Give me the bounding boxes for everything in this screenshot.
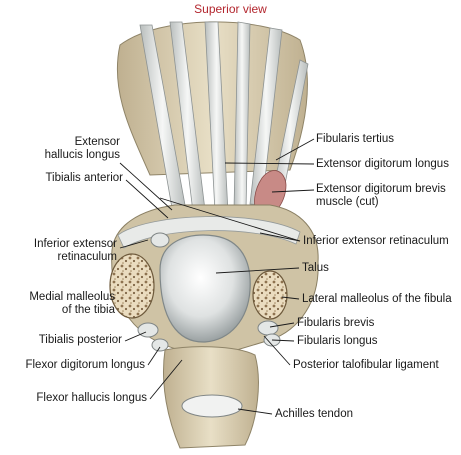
label-inferior-extensor-retinaculum-right: Inferior extensor retinaculum xyxy=(303,235,449,247)
label-fibularis-brevis: Fibularis brevis xyxy=(297,317,375,329)
label-tibialis-anterior: Tibialis anterior xyxy=(45,172,123,184)
label-flexor-digitorum-longus: Flexor digitorum longus xyxy=(25,359,145,371)
medial-malleolus-bone xyxy=(109,253,155,319)
label-posterior-talofibular-ligament: Posterior talofibular ligament xyxy=(293,359,439,371)
lateral-malleolus-bone xyxy=(252,270,288,320)
label-fibularis-tertius: Fibularis tertius xyxy=(316,133,394,145)
talus-bone xyxy=(159,234,251,343)
label-flexor-hallucis-longus: Flexor hallucis longus xyxy=(36,392,147,404)
label-extensor-hallucis-longus: Extensor hallucis longus xyxy=(44,136,120,161)
label-fibularis-longus: Fibularis longus xyxy=(297,335,378,347)
label-medial-malleolus: Medial malleolus of the tibia xyxy=(29,291,115,316)
achilles-tendon-section xyxy=(181,394,243,418)
view-title: Superior view xyxy=(194,2,267,16)
label-talus: Talus xyxy=(302,262,329,274)
label-lateral-malleolus: Lateral malleolus of the fibula xyxy=(302,293,452,305)
label-extensor-digitorum-brevis: Extensor digitorum brevis muscle (cut) xyxy=(316,183,446,208)
label-tibialis-posterior: Tibialis posterior xyxy=(38,334,122,346)
label-extensor-digitorum-longus: Extensor digitorum longus xyxy=(316,158,449,170)
leader-lines xyxy=(119,138,315,415)
label-achilles-tendon: Achilles tendon xyxy=(275,408,353,420)
label-inferior-extensor-retinaculum-left: Inferior extensor retinaculum xyxy=(33,238,117,263)
